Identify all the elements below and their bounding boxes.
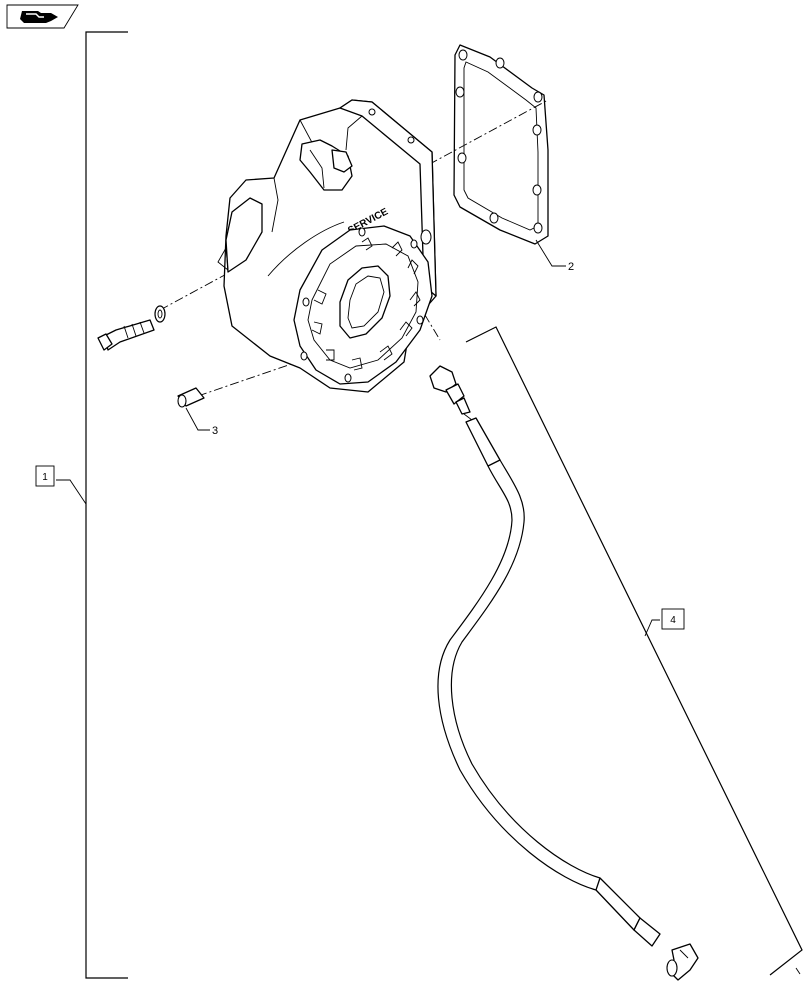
pump-housing: SERVICE	[217, 99, 437, 393]
corner-mark	[795, 967, 801, 975]
hose-fitting-top	[429, 365, 477, 429]
washer	[154, 305, 166, 323]
hydraulic-hose	[437, 417, 661, 947]
nav-back-tab[interactable]	[6, 4, 79, 29]
callout-4-label: 4	[670, 615, 676, 626]
housing-bolt	[97, 319, 155, 351]
book-arrow-icon	[20, 11, 58, 23]
callout-3-label: 3	[212, 425, 218, 437]
callout-4[interactable]: 4	[661, 608, 685, 630]
callout-1-label: 1	[42, 472, 48, 483]
bracket-hose-4	[465, 326, 803, 976]
elbow-fitting	[666, 943, 699, 981]
gasket	[453, 44, 566, 267]
dowel-pin	[177, 387, 210, 431]
bracket-assembly-1	[56, 31, 128, 979]
callout-2-label: 2	[568, 261, 574, 273]
callout-1[interactable]: 1	[35, 465, 55, 487]
